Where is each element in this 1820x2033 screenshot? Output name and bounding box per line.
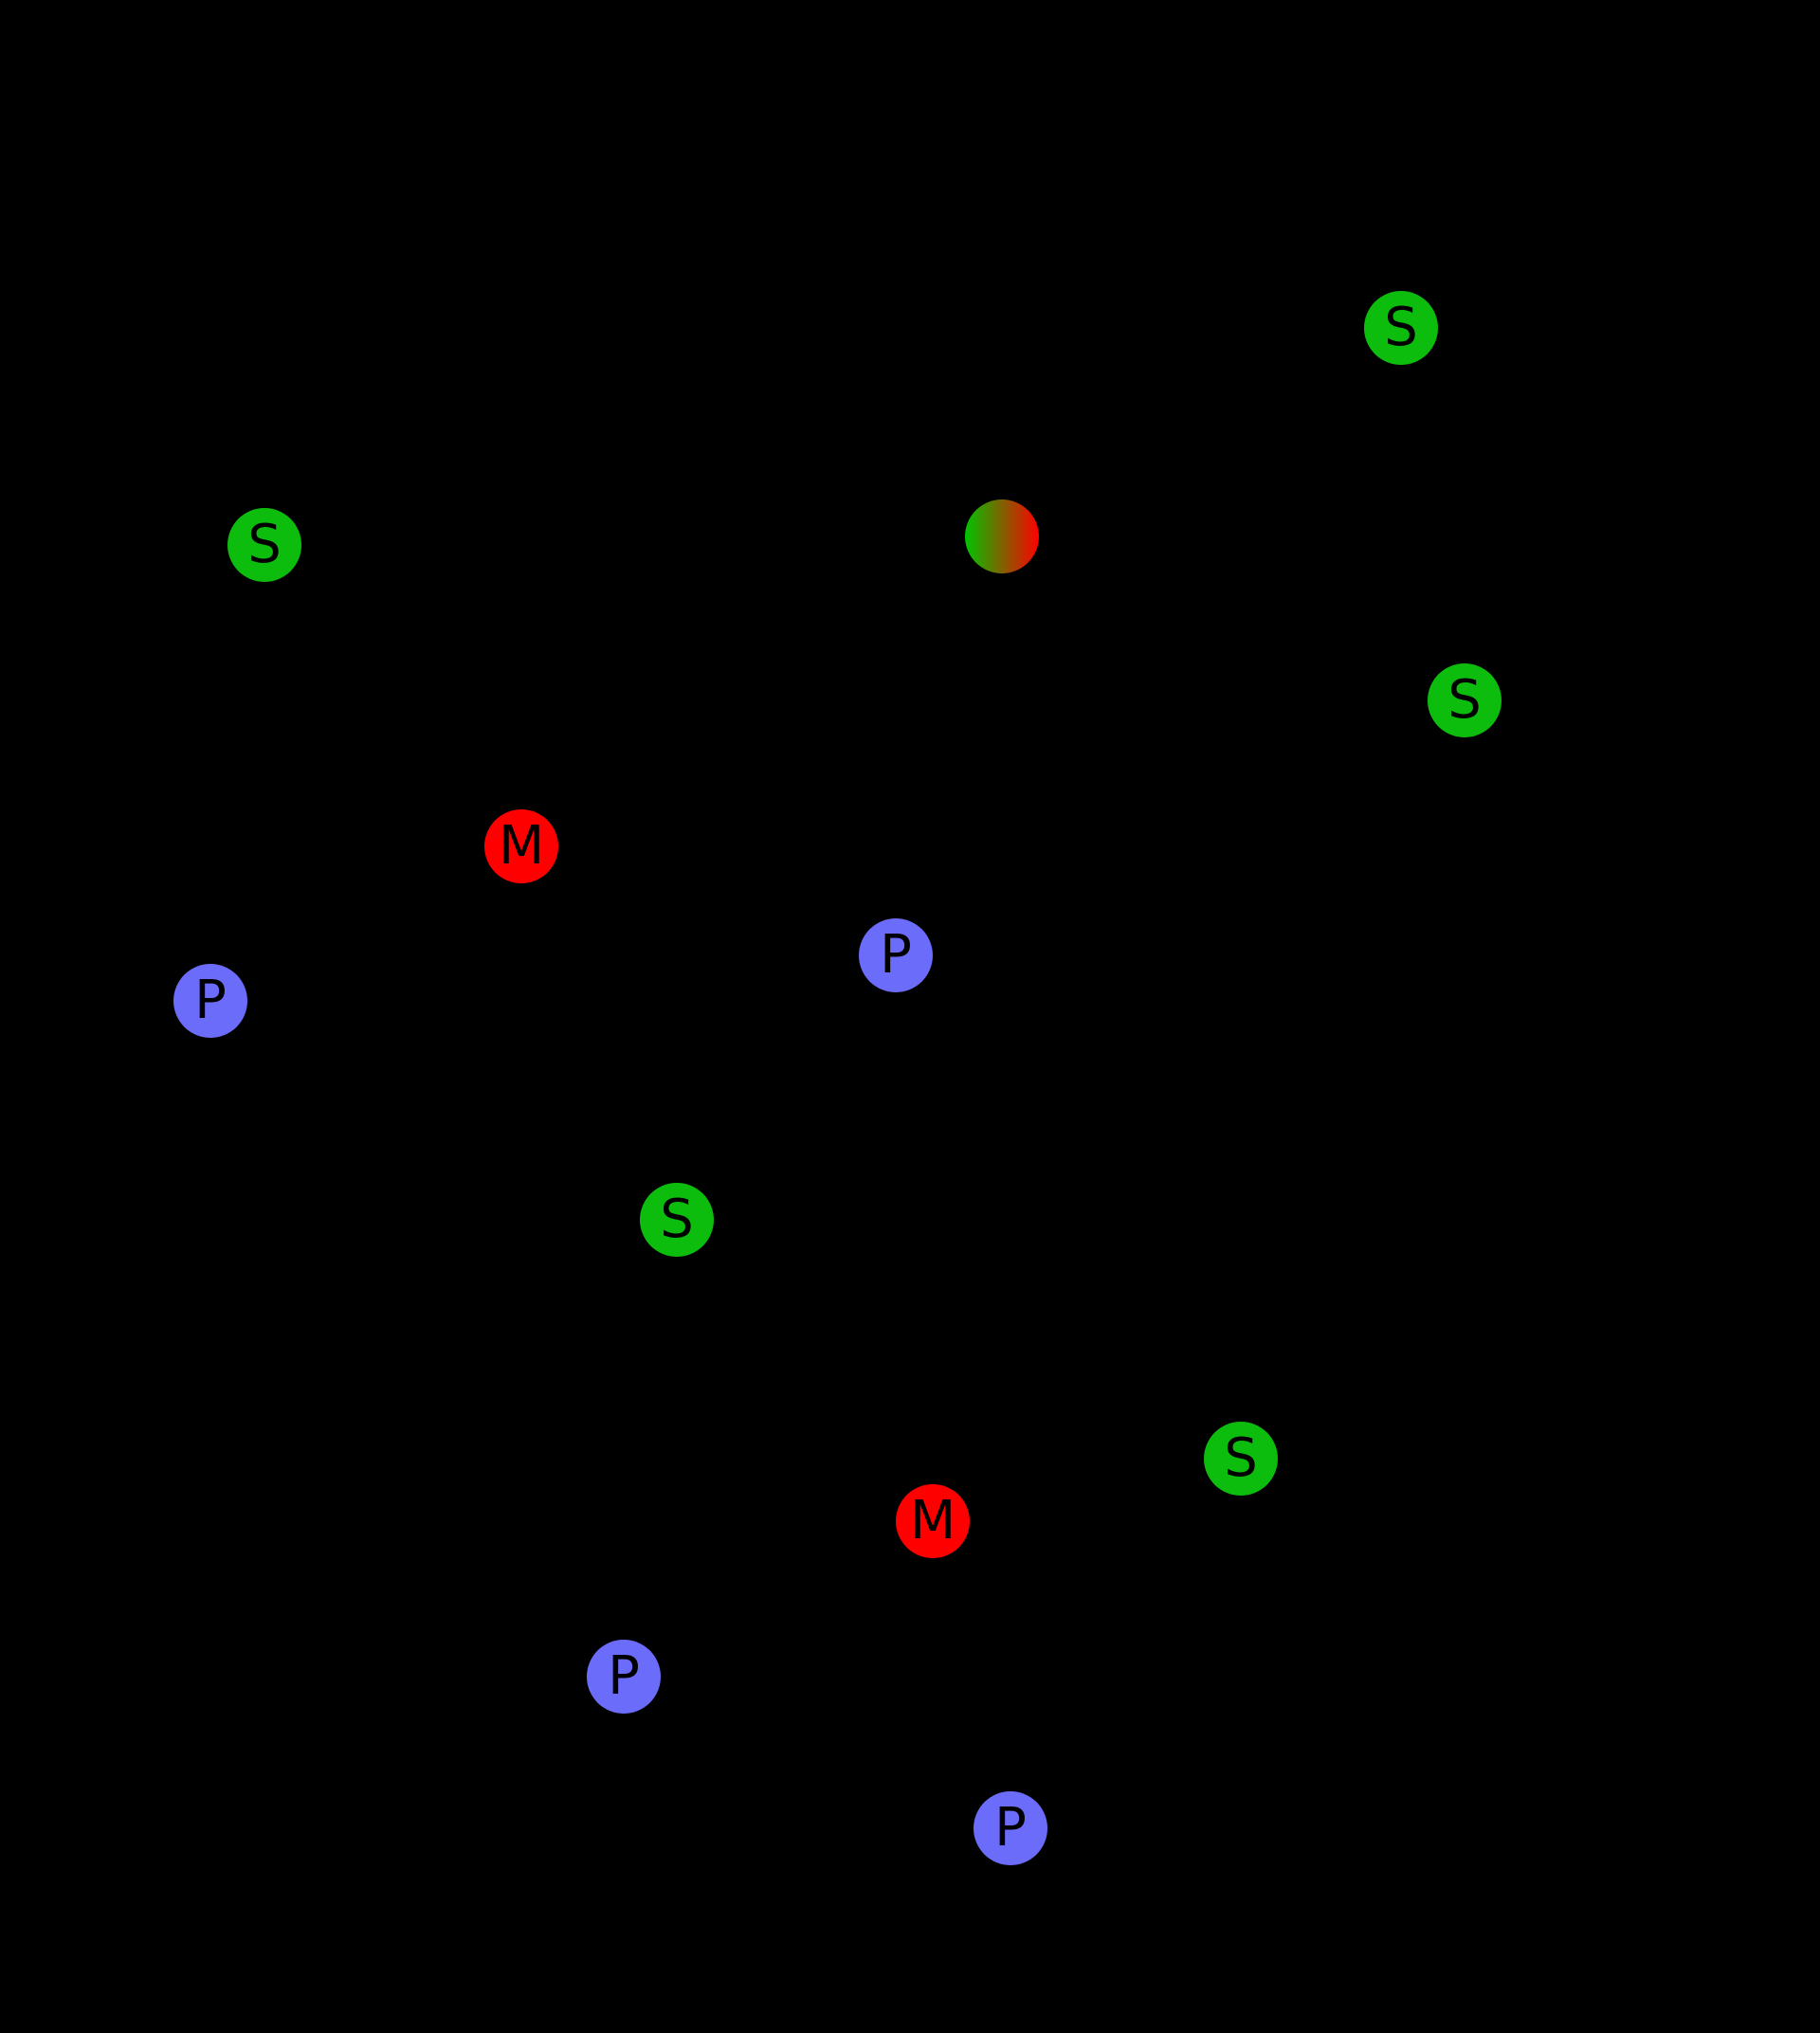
node-p-bottom: P [974, 1791, 1047, 1865]
node-label: M [909, 1490, 956, 1552]
node-label: P [880, 924, 912, 986]
node-label: S [1224, 1427, 1258, 1489]
node-p-left: P [173, 964, 247, 1038]
node-label: S [660, 1189, 694, 1250]
node-label: S [247, 514, 282, 575]
node-p-middle: P [859, 918, 933, 992]
node-s-top-right: S [1364, 291, 1438, 365]
node-label: P [994, 1797, 1027, 1859]
node-label: S [1447, 669, 1482, 731]
node-m-lower: M [896, 1484, 970, 1558]
node-gradient [965, 499, 1039, 573]
node-s-center: S [640, 1183, 714, 1257]
node-m-upper: M [484, 809, 558, 883]
node-label: S [1384, 297, 1418, 358]
node-s-right: S [1428, 663, 1502, 737]
node-s-left: S [228, 508, 301, 582]
node-label: M [498, 815, 545, 877]
node-label: P [194, 970, 227, 1031]
node-label: P [608, 1645, 640, 1707]
node-p-lower-left: P [587, 1640, 661, 1714]
node-s-lower-right: S [1204, 1422, 1278, 1496]
